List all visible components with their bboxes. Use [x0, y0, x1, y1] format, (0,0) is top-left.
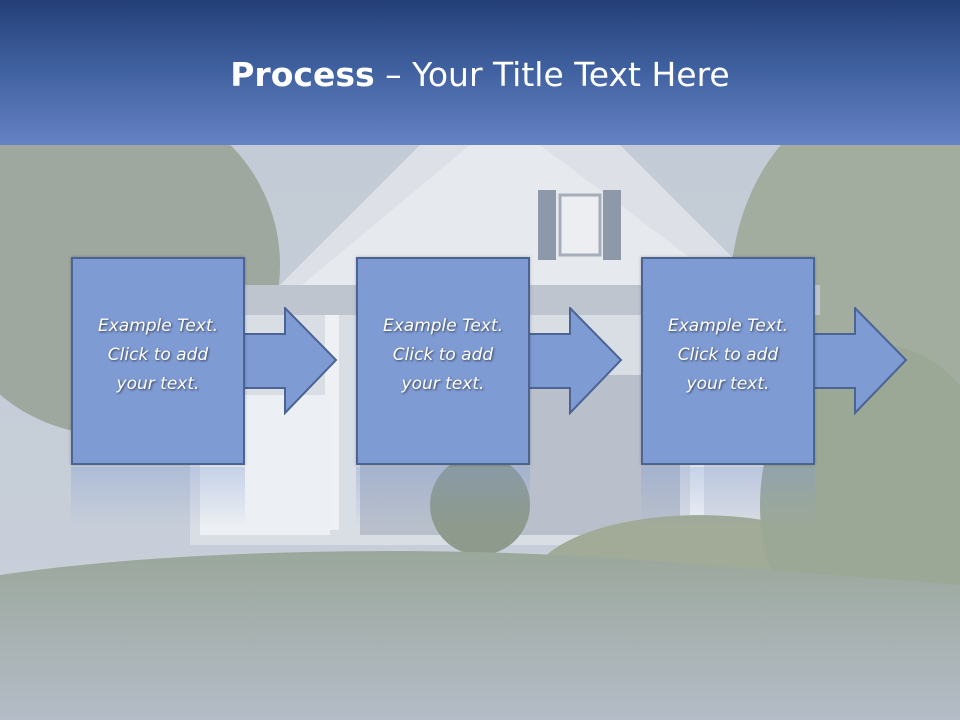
step-2-line-3: your text. — [401, 374, 485, 394]
step-3-line-3: your text. — [686, 374, 770, 394]
step-2-box — [356, 257, 530, 465]
step-1-box — [71, 257, 245, 465]
process-step-2[interactable]: Example Text. Click to add your text. — [356, 257, 626, 467]
step-2-line-2: Click to add — [392, 345, 494, 365]
step-3-reflection — [641, 467, 815, 527]
slide-title[interactable]: Process – Your Title Text Here — [0, 55, 960, 95]
step-2-reflection — [356, 467, 530, 527]
title-rest: – Your Title Text Here — [374, 55, 730, 94]
step-3-box — [641, 257, 815, 465]
step-3-text[interactable]: Example Text. Click to add your text. — [641, 312, 815, 399]
step-3-arrow-icon — [809, 307, 908, 416]
step-2-line-1: Example Text. — [382, 316, 504, 336]
step-3-line-1: Example Text. — [667, 316, 789, 336]
title-bold: Process — [230, 55, 375, 94]
step-1-text[interactable]: Example Text. Click to add your text. — [71, 312, 245, 399]
step-2-text[interactable]: Example Text. Click to add your text. — [356, 312, 530, 399]
step-2-arrow-icon — [524, 307, 623, 416]
step-1-arrow-icon — [239, 307, 338, 416]
title-banner — [0, 0, 960, 145]
step-1-reflection — [71, 467, 245, 527]
step-1-line-2: Click to add — [107, 345, 209, 365]
process-step-3[interactable]: Example Text. Click to add your text. — [641, 257, 911, 467]
step-3-line-2: Click to add — [677, 345, 779, 365]
step-1-line-1: Example Text. — [97, 316, 219, 336]
step-1-line-3: your text. — [116, 374, 200, 394]
process-step-1[interactable]: Example Text. Click to add your text. — [71, 257, 341, 467]
